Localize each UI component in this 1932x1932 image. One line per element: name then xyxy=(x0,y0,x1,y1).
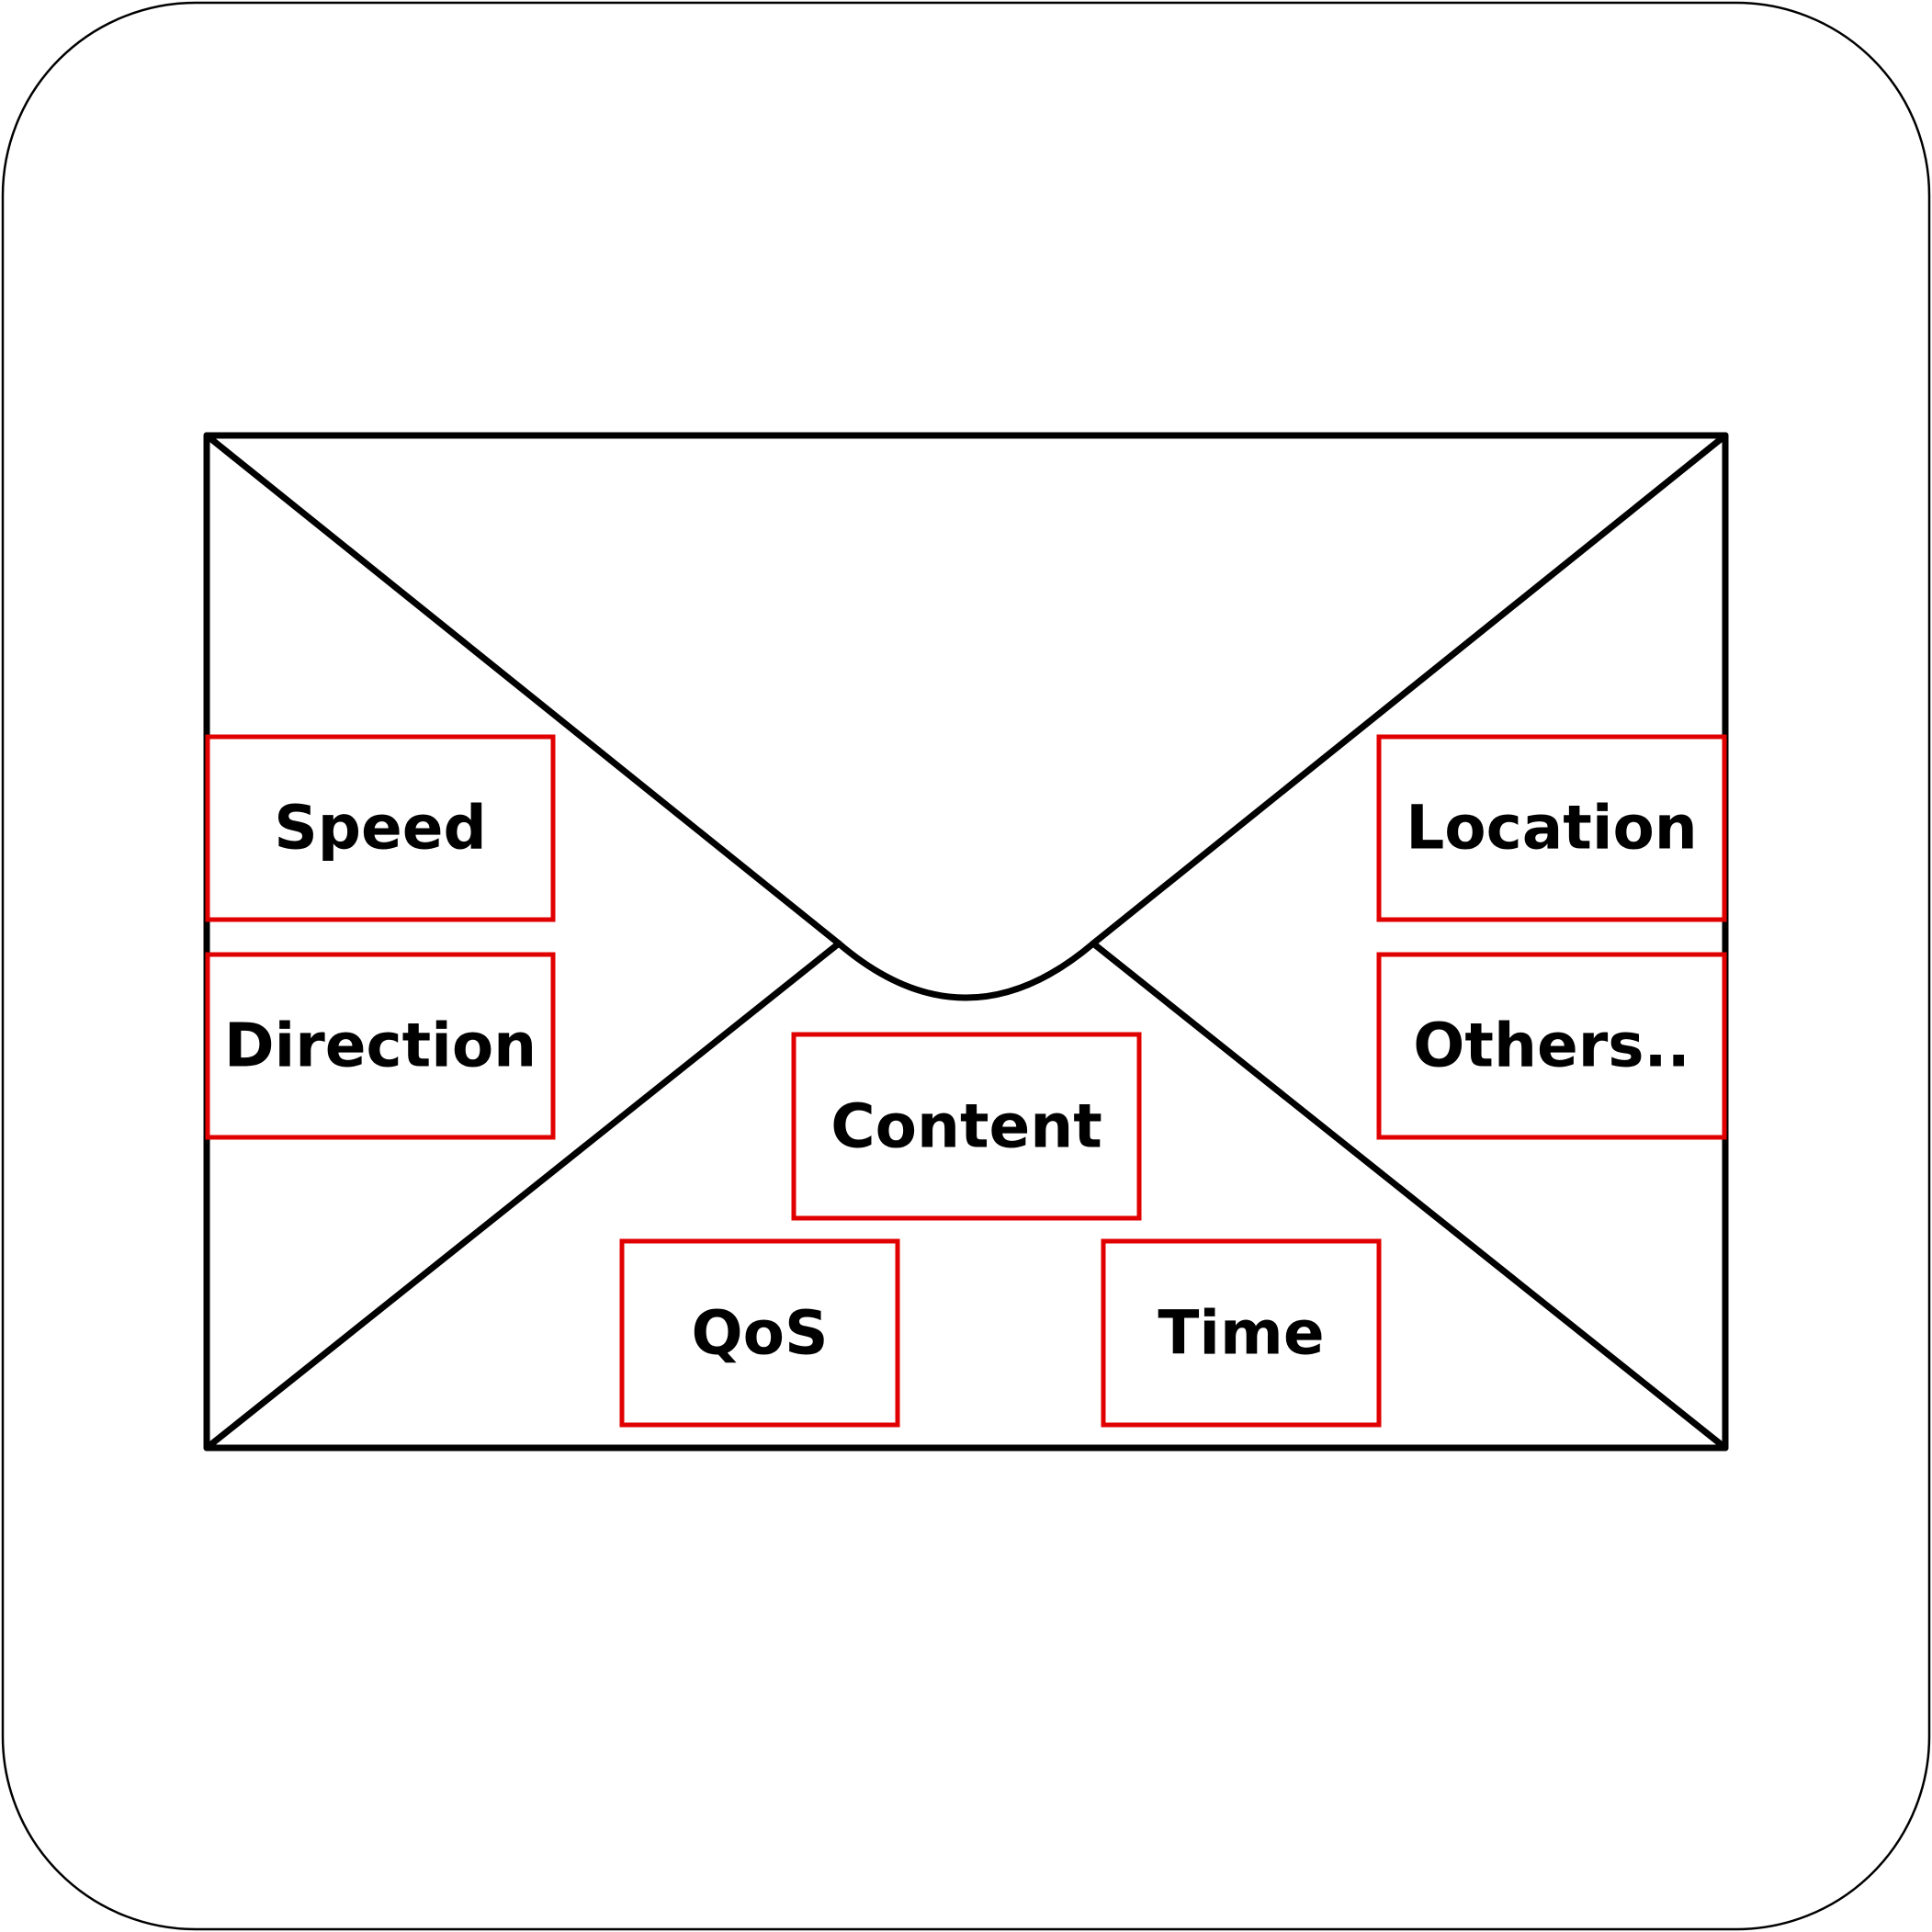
speed-box xyxy=(205,734,556,922)
qos-label: QoS xyxy=(692,1298,829,1369)
content-box xyxy=(791,1032,1142,1221)
field-labels: Speed Direction Location Others.. Conten… xyxy=(224,793,1698,1369)
envelope-flap-left xyxy=(203,432,842,947)
location-box xyxy=(1376,734,1727,922)
envelope-fold-right xyxy=(1090,940,1729,1452)
location-label: Location xyxy=(1406,793,1698,864)
envelope-flap-curve xyxy=(835,940,1097,1001)
direction-box xyxy=(205,952,556,1140)
speed-label: Speed xyxy=(274,793,487,864)
envelope-flap-right xyxy=(1090,432,1729,947)
field-boxes xyxy=(205,734,1727,1428)
qos-box xyxy=(619,1238,900,1428)
others-box xyxy=(1376,952,1727,1140)
time-box xyxy=(1101,1238,1382,1428)
envelope xyxy=(203,432,1729,1452)
content-label: Content xyxy=(830,1091,1102,1162)
envelope-fold-left xyxy=(203,940,842,1452)
envelope-body xyxy=(203,432,1729,1452)
direction-label: Direction xyxy=(224,1011,537,1081)
others-label: Others.. xyxy=(1413,1011,1689,1081)
time-label: Time xyxy=(1158,1298,1324,1369)
